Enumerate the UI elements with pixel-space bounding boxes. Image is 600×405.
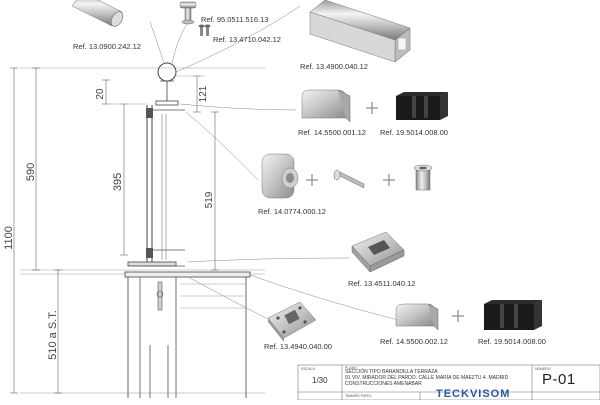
title-block-plan-line-1: SECCIÓN TIPO BARANDILLA TERRAZA [345, 369, 438, 375]
title-block-plan-line-3: CONSTRUCCIONES AMENABAR [345, 381, 422, 387]
part-cover-plate [351, 231, 405, 273]
leader-lines [149, 5, 399, 321]
dim-right-span: 519 [204, 191, 215, 208]
title-block-number-value: P-01 [542, 371, 576, 388]
part-rivet-nut [413, 164, 433, 191]
plus-sign-2 [306, 174, 318, 186]
dim-total-height: 1100 [3, 226, 15, 250]
title-block-plan-line-2: 91 VIV. MIRADOR DEL PARDO. CALLE MARÍA D… [345, 375, 509, 381]
title-block-scale-label: ESCALA [301, 367, 315, 371]
part-rubber-profile-bottom [484, 300, 542, 330]
dimension-labels: 1100 590 510 a S.T. 20 395 121 519 [3, 85, 215, 360]
title-block [297, 364, 600, 401]
ref-handrail-support: Ref. 95.0511.516.13 [201, 15, 269, 24]
dim-post-section: 395 [112, 173, 124, 191]
ref-rubber-profile-bottom: Ref. 19.5014.008.00 [478, 337, 546, 346]
part-screw [333, 169, 365, 189]
ref-support-screw: Ref. 13.4710.042.12 [213, 35, 281, 44]
ref-round-clamp: Ref. 14.0774.000.12 [258, 207, 326, 216]
elevation-drawing [20, 62, 265, 398]
ref-rubber-profile-top: Ref. 19.5014.008.00 [380, 128, 448, 137]
ref-base-plate: Ref. 13.4940.040.00 [264, 342, 332, 351]
dim-top-gap: 121 [198, 85, 209, 102]
part-glass-clamp-bottom [395, 303, 439, 331]
dimension-lines [10, 67, 219, 394]
part-glass-clamp-top [301, 89, 351, 123]
plus-sign-1 [366, 102, 378, 114]
title-block-plan-label: PLANO [345, 366, 357, 370]
title-block-number-label: NÚMERO [535, 367, 551, 371]
ref-glass-clamp-top: Ref. 14.5500.001.12 [298, 128, 366, 137]
part-screw-top [198, 24, 211, 36]
part-base-plate [267, 301, 317, 342]
brand-logo: TECKVISOM [436, 388, 511, 400]
plus-sign-4 [452, 310, 464, 322]
dim-base-height: 510 a S.T. [47, 310, 59, 360]
dim-top-offset: 20 [95, 88, 106, 100]
ref-cover-plate: Ref. 13.4511.040.12 [348, 279, 416, 288]
part-handrail-support [179, 1, 197, 25]
part-round-clamp [261, 153, 299, 199]
part-square-post [309, 0, 411, 63]
title-block-size-label: TAMAÑO PAPEL [345, 394, 372, 398]
title-block-scale-value: 1/30 [312, 376, 328, 385]
ref-handrail-tube: Ref. 13.0900.242.12 [73, 42, 141, 51]
part-handrail-tube [71, 0, 124, 27]
part-rubber-profile-top [396, 92, 448, 120]
ref-square-post: Ref. 13.4900.040.12 [300, 62, 368, 71]
ref-glass-clamp-bottom: Ref. 14.5500.002.12 [380, 337, 448, 346]
dim-upper-height: 590 [25, 163, 37, 181]
plus-sign-3 [383, 174, 395, 186]
